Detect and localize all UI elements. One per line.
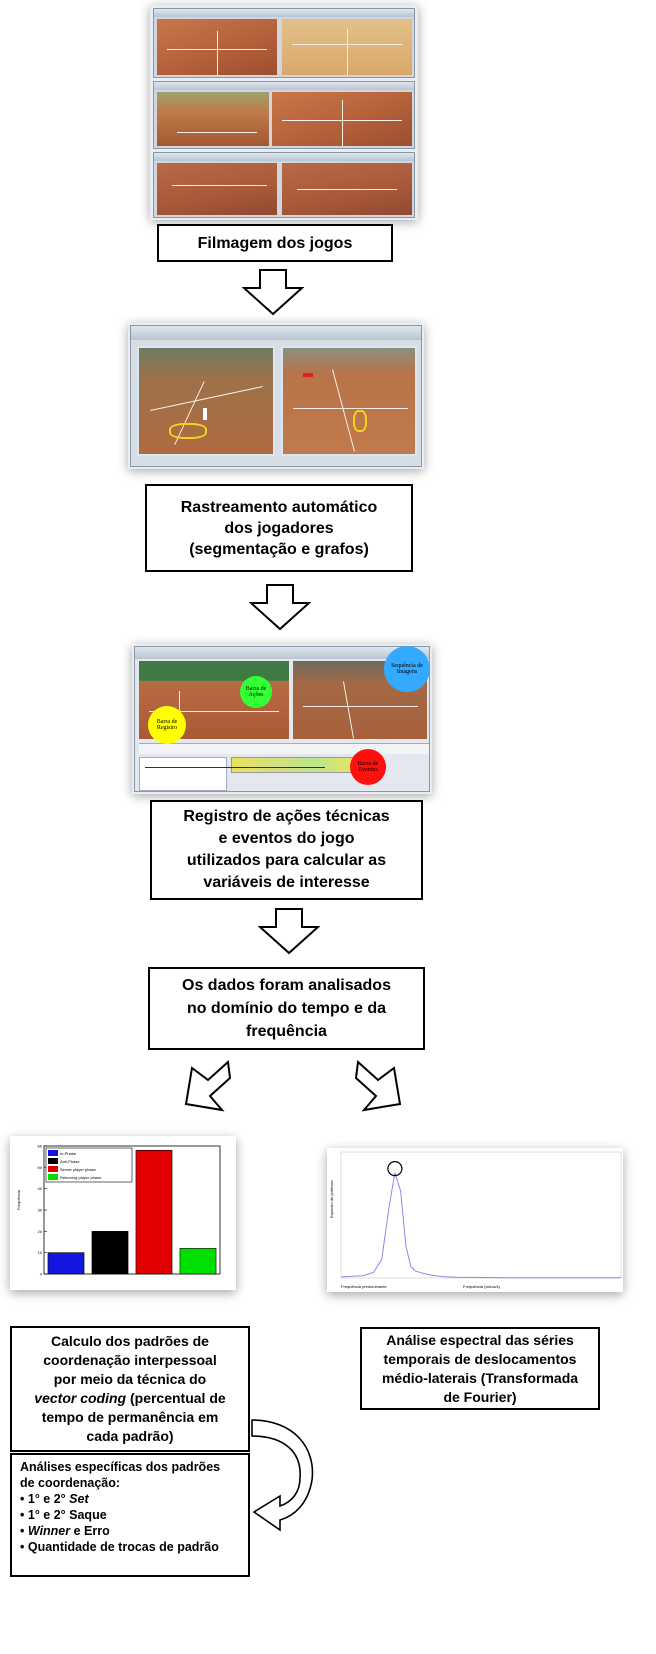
spectrum-xlabel: Frequência (ciclos/s) [463, 1284, 501, 1289]
power-spectrum-chart: Espectro de potência Frequência (ciclos/… [327, 1148, 623, 1292]
analyses-item: • 1° e 2° Set [20, 1492, 89, 1506]
analyses-item: • 1° e 2° Saque [20, 1508, 107, 1522]
legend-swatch-server-phase [48, 1166, 58, 1172]
step-tracking-line3: (segmentação e grafos) [189, 540, 369, 558]
dominant-frequency-marker [387, 1161, 403, 1177]
spectral-line2: temporais de deslocamentos [383, 1350, 577, 1367]
vector-coding-box: Calculo dos padrões de coordenação inter… [10, 1326, 250, 1452]
vector-coding-line4: vector coding (percentual de [34, 1389, 225, 1408]
bar-y-tick-label: 30 [38, 1208, 43, 1213]
step-filming-label: Filmagem dos jogos [197, 234, 353, 252]
step-analysis-box: Os dados foram analisados no domínio do … [148, 967, 425, 1050]
spectral-analysis-box: Análise espectral das séries temporais d… [360, 1327, 600, 1410]
bar-y-tick-label: 40 [38, 1186, 43, 1191]
bar-legend [45, 1147, 133, 1183]
legend-swatch-in-phase [48, 1150, 58, 1156]
step-registration-line4: variáveis de interesse [203, 874, 370, 891]
step-registration-box: Registro de ações técnicas e eventos do … [150, 800, 423, 900]
curved-arrow-icon [251, 1419, 314, 1532]
registration-bar-bubble: Barra de Registro [148, 706, 186, 744]
legend-anti-phase: Anti-Phase [60, 1159, 80, 1164]
spectral-line3: médio-laterais (Transformada [381, 1369, 579, 1386]
spectrum-chart-svg: Espectro de potência Frequência (ciclos/… [329, 1151, 622, 1289]
step-tracking-box: Rastreamento automático dos jogadores (s… [145, 484, 413, 572]
player-tracking-screenshot [128, 323, 424, 469]
events-bar-bubble: Barra de Eventos [350, 749, 386, 785]
coordination-bar-chart: 60 50 40 30 20 10 0 Frequência In-Phase Anti-P… [10, 1136, 236, 1290]
step-tracking-line2: dos jogadores [224, 519, 334, 537]
legend-swatch-returning-phase [48, 1174, 58, 1180]
vector-coding-line1: Calculo dos padrões de [51, 1333, 209, 1349]
bar-chart-svg: 60 50 40 30 20 10 0 Frequência In-Phase Anti-P… [16, 1144, 221, 1277]
legend-server-phase: Server player phase [60, 1167, 97, 1172]
bar-server-player-phase [135, 1149, 173, 1275]
bar-y-tick-label: 50 [38, 1165, 43, 1170]
analyses-item: • Quantidade de trocas de padrão [20, 1540, 219, 1554]
image-sequence-bubble: Sequência de Imagens [384, 646, 430, 692]
actions-bar-bubble: Barra de Ações [240, 676, 272, 708]
down-arrow-icon [249, 584, 311, 631]
spectrum-series-line [340, 1172, 621, 1279]
step-registration-line1: Registro de ações técnicas [183, 808, 390, 825]
spectrum-corner-label: Frequência predominante [341, 1284, 387, 1289]
bar-y-tick-label: 20 [38, 1229, 43, 1234]
bar-anti-phase [91, 1231, 129, 1275]
bar-returning-player-phase [179, 1248, 217, 1275]
spectral-line4: de Fourier) [443, 1388, 517, 1405]
legend-returning-phase: Returning player phase [60, 1175, 102, 1180]
vector-coding-line6: cada padrão) [86, 1428, 174, 1444]
vector-coding-line5: tempo de permanência em [41, 1409, 219, 1425]
step-analysis-line2: no domínio do tempo e da [186, 1000, 387, 1017]
analyses-item: • Winner e Erro [20, 1524, 110, 1538]
step-analysis-line1: Os dados foram analisados [182, 977, 391, 994]
legend-in-phase: In-Phase [60, 1151, 77, 1156]
vector-coding-line2: coordenação interpessoal [43, 1352, 217, 1368]
match-recording-screenshot [150, 5, 418, 220]
bar-ylabel: Frequência [16, 1189, 21, 1210]
vector-coding-term: vector coding [34, 1390, 127, 1406]
step-filming-box: Filmagem dos jogos [157, 224, 393, 262]
spectral-line1: Análise espectral das séries [386, 1331, 574, 1348]
step-registration-line2: e eventos do jogo [218, 830, 355, 847]
down-arrow-icon [242, 269, 304, 316]
coordination-analyses-box: Análises específicas dos padrões de coor… [10, 1453, 250, 1577]
vector-coding-line4-rest: (percentual de [126, 1390, 226, 1406]
step-registration-line3: utilizados para calcular as [186, 852, 387, 869]
down-arrow-icon [258, 908, 320, 955]
event-registration-screenshot: Barra de Registro Barra de Ações Sequênc… [132, 644, 432, 794]
analyses-title-line2: de coordenação: [20, 1476, 121, 1490]
bar-y-tick-label: 0 [40, 1272, 43, 1277]
down-right-arrow-icon [354, 1059, 402, 1112]
spectrum-plot-area [340, 1151, 622, 1279]
legend-swatch-anti-phase [48, 1158, 58, 1164]
vector-coding-line3: por meio da técnica do [53, 1371, 207, 1387]
analyses-title-line1: Análises específicas dos padrões [20, 1460, 221, 1474]
bar-in-phase [47, 1252, 85, 1275]
down-left-arrow-icon [184, 1059, 232, 1112]
bar-y-tick-label: 10 [38, 1250, 43, 1255]
step-tracking-line1: Rastreamento automático [180, 498, 378, 516]
bar-y-tick-label: 60 [38, 1144, 43, 1149]
step-analysis-line3: frequência [246, 1023, 327, 1040]
spectrum-ylabel: Espectro de potência [329, 1180, 334, 1218]
